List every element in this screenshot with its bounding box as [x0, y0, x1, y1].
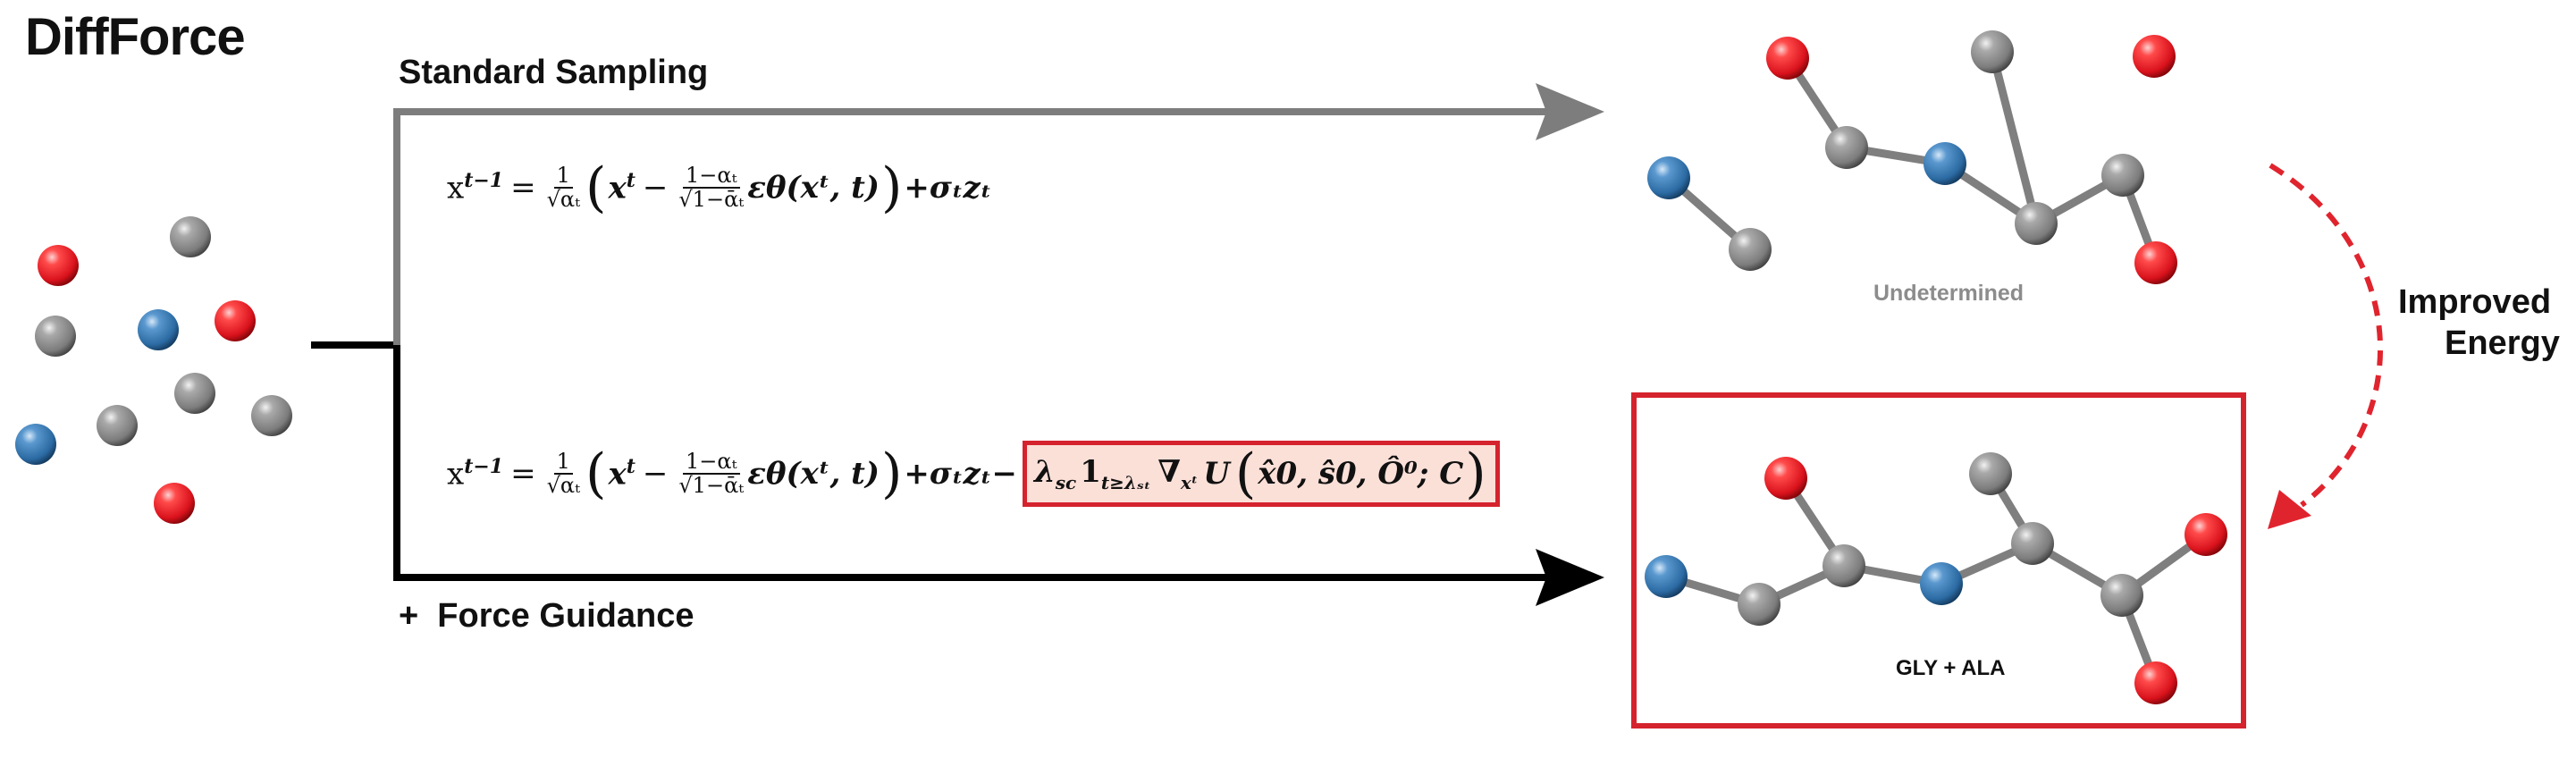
eq-fraction-2: 1−αₜ√1−ᾱₜ	[678, 162, 745, 212]
improved-energy-line-2: Energy	[2445, 324, 2560, 362]
atom-blue	[1920, 562, 1963, 605]
eq-noise-term: +σₜzₜ−	[904, 456, 1017, 492]
atom-red	[1766, 37, 1809, 80]
atom-red	[38, 245, 79, 286]
eq-equals: =	[510, 170, 536, 206]
atom-gray	[1969, 452, 2012, 495]
atom-red	[2134, 241, 2177, 284]
atom-blue	[15, 424, 56, 465]
improved-energy-line-1: Improved	[2398, 283, 2552, 321]
guidance-gradient: ∇xᵗ	[1158, 454, 1199, 493]
atom-red	[154, 483, 195, 524]
atom-red	[2134, 661, 2177, 704]
atom-gray	[1825, 126, 1868, 169]
eq-fraction-2: 1−αₜ√1−ᾱₜ	[678, 448, 745, 498]
atom-gray	[1971, 30, 2014, 73]
atom-gray	[174, 373, 215, 414]
eq-lhs: xt−1	[447, 455, 504, 493]
eq-epsilon-term: εθ(xᵗ, t)	[747, 456, 880, 492]
result-label: GLY + ALA	[1896, 656, 2006, 680]
atom-blue	[138, 309, 179, 350]
undetermined-atoms	[1647, 30, 2177, 284]
dashed-curve	[2269, 163, 2383, 508]
atom-red	[1764, 457, 1807, 500]
atom-gray	[97, 405, 138, 446]
atom-red	[2185, 513, 2227, 556]
initial-noise-atoms	[15, 216, 292, 524]
atom-blue	[1645, 555, 1688, 598]
eq-close-paren: )	[880, 442, 903, 505]
gly-ala-atoms	[1645, 452, 2227, 704]
result-box	[1631, 392, 2246, 729]
bottom-branch-line	[393, 345, 1551, 581]
standard-sampling-label: Standard Sampling	[399, 54, 709, 91]
force-guided-equation: xt−1 = 1√αₜ ( xt − 1−αₜ√1−ᾱₜ εθ(xᵗ, t) )…	[447, 434, 1500, 514]
guidance-indicator: 1t≥λₛₜ	[1080, 454, 1151, 493]
atom-gray	[2101, 154, 2144, 197]
eq-lhs: xt−1	[447, 169, 504, 206]
eq-epsilon-term: εθ(xᵗ, t)	[747, 170, 880, 206]
bottom-arrow-head	[1536, 549, 1604, 606]
dashed-arrow-head	[2268, 490, 2311, 529]
branch-connectors	[311, 83, 1604, 606]
eq-minus: −	[642, 170, 669, 206]
improved-energy-arrow	[2268, 163, 2383, 529]
atom-blue	[1924, 142, 1966, 185]
eq-fraction-1: 1√αₜ	[546, 162, 581, 212]
atom-gray	[35, 316, 76, 357]
atom-gray	[170, 216, 211, 257]
atom-red	[215, 300, 256, 341]
atom-gray	[2011, 522, 2054, 565]
figure-title: DiffForce	[25, 8, 246, 66]
guidance-args: x̂0, ŝ0, Ô⁰; C	[1258, 456, 1464, 492]
guidance-open-paren: (	[1234, 442, 1257, 505]
force-guidance-label: + Force Guidance	[399, 597, 695, 635]
guidance-lambda: λsc	[1033, 454, 1077, 493]
eq-close-paren: )	[880, 156, 903, 219]
atom-gray	[2100, 574, 2143, 617]
improved-energy-label: Improved Energy	[2398, 282, 2560, 364]
guidance-close-paren: )	[1465, 442, 1486, 505]
eq-fraction-1: 1√αₜ	[546, 448, 581, 498]
undetermined-label: Undetermined	[1873, 281, 2025, 306]
eq-minus: −	[642, 456, 669, 492]
atom-blue	[1647, 156, 1690, 199]
atom-gray	[251, 395, 292, 436]
eq-open-paren: (	[585, 156, 607, 219]
atom-gray	[1738, 583, 1780, 626]
eq-x: xt	[608, 455, 636, 493]
top-branch-line	[393, 108, 1551, 345]
atom-gray	[1729, 228, 1772, 271]
force-guidance-term: λsc 1t≥λₛₜ ∇xᵗ U ( x̂0, ŝ0, Ô⁰; C )	[1022, 441, 1500, 507]
top-arrow-head	[1536, 83, 1604, 140]
eq-open-paren: (	[585, 442, 607, 505]
eq-noise-term: +σₜzₜ	[904, 170, 992, 206]
atom-gray	[1823, 544, 1865, 587]
guidance-energy-u: U	[1203, 456, 1230, 492]
standard-sampling-equation: xt−1 = 1√αₜ ( xt − 1−αₜ√1−ᾱₜ εθ(xᵗ, t) )…	[447, 147, 991, 228]
atom-gray	[2015, 202, 2058, 245]
eq-equals: =	[510, 456, 536, 492]
atom-red	[2133, 35, 2176, 78]
eq-x: xt	[608, 169, 636, 206]
